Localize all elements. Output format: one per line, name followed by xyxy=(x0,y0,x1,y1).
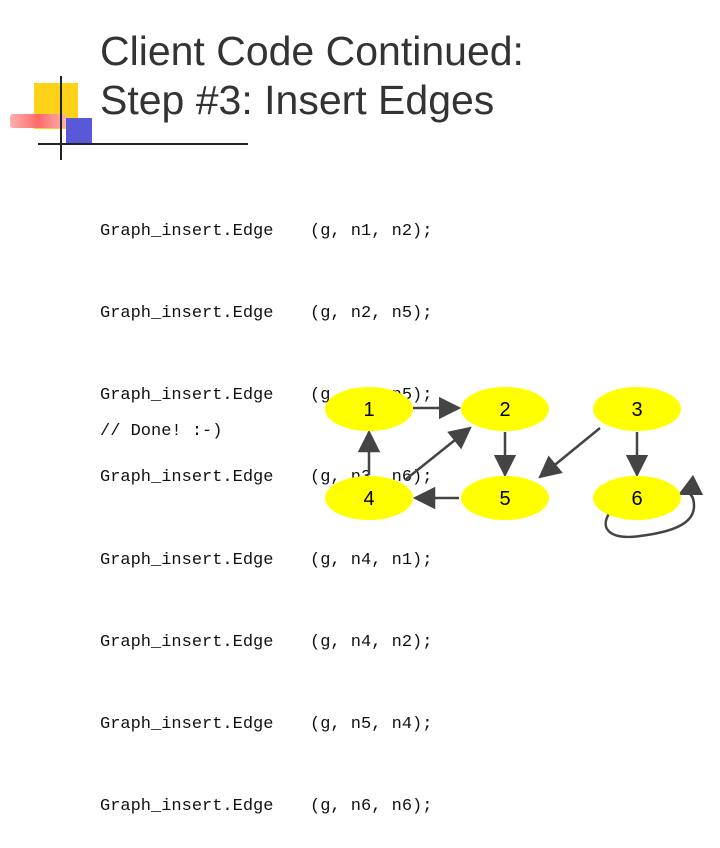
node-5-label: 5 xyxy=(499,488,510,510)
code-line: Graph_insert.Edge (g, n2, n5); xyxy=(100,300,470,327)
code-function: Graph_insert.Edge xyxy=(100,221,274,241)
decor-red-bar xyxy=(10,114,66,128)
code-line: Graph_insert.Edge (g, n4, n2); xyxy=(100,629,470,656)
graph-node: 1 xyxy=(325,387,413,431)
graph-node: 2 xyxy=(461,387,549,431)
title-line-1: Client Code Continued: xyxy=(100,28,524,74)
decor-blue-square xyxy=(66,118,92,144)
node-2-label: 2 xyxy=(499,399,510,421)
node-3-shape xyxy=(593,387,681,431)
decor-vertical-line xyxy=(60,76,62,160)
code-function: Graph_insert.Edge xyxy=(100,468,274,488)
code-args: (g, n1, n2); xyxy=(310,221,433,241)
node-2-shape xyxy=(461,387,549,431)
code-function: Graph_insert.Edge xyxy=(100,386,274,406)
code-args: (g, n6, n6); xyxy=(310,797,433,817)
node-1-label: 1 xyxy=(363,399,374,421)
code-args: (g, n4, n2); xyxy=(310,632,433,652)
decor-horizontal-line xyxy=(38,143,248,145)
graph-node: 5 xyxy=(461,476,549,520)
code-function: Graph_insert.Edge xyxy=(100,632,274,652)
node-1-shape xyxy=(325,387,413,431)
edge-4-2 xyxy=(404,426,472,481)
code-line: Graph_insert.Edge (g, n1, n2); xyxy=(100,218,470,245)
graph-node: 3 xyxy=(593,387,681,431)
title-line-2: Step #3: Insert Edges xyxy=(100,77,495,123)
edge-6-6 xyxy=(604,474,704,539)
code-line: Graph_insert.Edge (g, n4, n1); xyxy=(100,547,470,574)
code-line: Graph_insert.Edge (g, n6, n6); xyxy=(100,793,470,820)
node-6-shape xyxy=(593,476,681,520)
code-function: Graph_insert.Edge xyxy=(100,715,274,735)
code-args: (g, n4, n1); xyxy=(310,550,433,570)
graph-node: 6 xyxy=(593,476,681,520)
code-function: Graph_insert.Edge xyxy=(100,304,274,324)
code-line: Graph_insert.Edge (g, n5, n4); xyxy=(100,711,470,738)
edge-3-5 xyxy=(538,427,601,479)
graph-diagram: 1 2 3 4 5 6 xyxy=(325,387,704,539)
code-function: Graph_insert.Edge xyxy=(100,550,274,570)
node-4-shape xyxy=(325,476,413,520)
node-6-label: 6 xyxy=(631,488,642,510)
node-4-label: 4 xyxy=(363,488,374,510)
code-args: (g, n5, n4); xyxy=(310,715,433,735)
done-comment: // Done! :-) xyxy=(100,422,223,441)
code-function: Graph_insert.Edge xyxy=(100,797,274,817)
node-5-shape xyxy=(461,476,549,520)
graph-node: 4 xyxy=(325,476,413,520)
code-args: (g, n2, n5); xyxy=(310,304,433,324)
slide-title: Client Code Continued: Step #3: Insert E… xyxy=(100,27,524,125)
node-3-label: 3 xyxy=(631,399,642,421)
